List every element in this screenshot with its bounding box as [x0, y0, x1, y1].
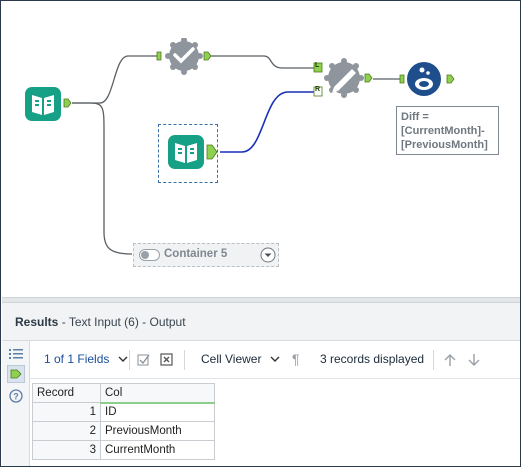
pane-splitter[interactable]	[2, 297, 520, 303]
record-cell: 1	[32, 402, 101, 422]
results-title-row: Results - Text Input (6) - Output	[15, 315, 186, 329]
table-row[interactable]: 2 PreviousMonth	[32, 421, 215, 441]
clear-box-icon[interactable]	[160, 353, 174, 367]
browse-binoculars-icon	[399, 62, 455, 96]
record-cell: 2	[32, 421, 101, 441]
arrow-down-icon[interactable]	[468, 353, 480, 367]
annotation-line-1: Diff =	[401, 111, 429, 123]
book-icon	[25, 87, 72, 121]
table-row[interactable]: 1 ID	[32, 402, 215, 422]
toolbar-divider	[129, 350, 130, 370]
annotation-line-2: [CurrentMonth]-	[401, 125, 485, 137]
records-count: 3 records displayed	[320, 352, 425, 366]
book-icon	[168, 135, 218, 169]
arrow-up-icon[interactable]	[444, 353, 456, 367]
cell-viewer-label: Cell Viewer	[201, 352, 262, 366]
formula-annotation: Diff = [CurrentMonth]- [PreviousMonth]	[396, 106, 499, 155]
value-cell[interactable]: PreviousMonth	[100, 421, 215, 441]
value-cell[interactable]: ID	[100, 402, 215, 422]
results-title: Results	[15, 315, 59, 329]
text-input-selection	[158, 124, 218, 183]
results-table: Record Col 1 ID 2 PreviousMonth 3 Curren…	[32, 383, 215, 460]
table-header-row: Record Col	[32, 383, 215, 404]
formula-gear-icon	[313, 58, 373, 98]
container-label: Container 5	[164, 248, 228, 260]
connection-textinput-to-formula	[220, 91, 314, 153]
chevron-down-icon	[270, 356, 280, 362]
text-input-tool[interactable]	[167, 133, 221, 171]
results-grid[interactable]: Record Col 1 ID 2 PreviousMonth 3 Curren…	[30, 381, 520, 466]
annotation-line-3: [PreviousMonth]	[401, 139, 488, 151]
column-header-col[interactable]: Col	[100, 383, 215, 404]
results-header: Results - Text Input (6) - Output	[2, 303, 520, 341]
test-tool[interactable]	[155, 37, 213, 76]
container-5[interactable]: Container 5	[133, 243, 279, 267]
chevron-down-icon[interactable]	[260, 247, 276, 263]
column-header-record[interactable]: Record	[32, 383, 101, 403]
workflow-canvas[interactable]: L R Diff = [CurrentMonth]- [PreviousMont…	[2, 2, 520, 297]
toolbar-divider	[433, 350, 434, 370]
anchor-right-label: R	[315, 86, 321, 93]
input-data-tool[interactable]	[24, 85, 74, 123]
results-toolbar: 1 of 1 Fields Cell Viewer ¶ 3 records di…	[30, 341, 520, 379]
output-anchor-icon[interactable]	[7, 365, 25, 383]
connection-input-to-test	[72, 55, 160, 104]
browse-tool[interactable]	[398, 60, 458, 100]
results-side-rail: ?	[2, 341, 30, 466]
connection-input-to-container	[72, 102, 133, 255]
toggle-icon[interactable]	[139, 249, 161, 261]
toolbar-divider	[184, 350, 185, 370]
record-cell: 3	[32, 440, 101, 460]
pilcrow-icon[interactable]: ¶	[292, 351, 300, 367]
list-view-icon[interactable]	[7, 345, 25, 363]
connection-test-to-formula	[208, 55, 314, 69]
formula-tool[interactable]: L R	[312, 57, 376, 99]
anchor-left-label: L	[315, 62, 320, 69]
svg-text:?: ?	[13, 392, 19, 402]
fields-selector-label: 1 of 1 Fields	[44, 352, 110, 366]
chevron-down-icon	[118, 356, 128, 362]
checkmark-gear-icon	[156, 37, 212, 75]
edit-checkbox-icon[interactable]	[137, 353, 151, 367]
fields-selector[interactable]: 1 of 1 Fields	[44, 352, 128, 366]
table-row[interactable]: 3 CurrentMonth	[32, 440, 215, 460]
value-cell[interactable]: CurrentMonth	[100, 440, 215, 460]
cell-viewer-selector[interactable]: Cell Viewer	[201, 352, 280, 366]
connections-layer	[72, 55, 400, 255]
help-icon[interactable]: ?	[7, 387, 25, 405]
results-subtitle: - Text Input (6) - Output	[61, 315, 186, 329]
